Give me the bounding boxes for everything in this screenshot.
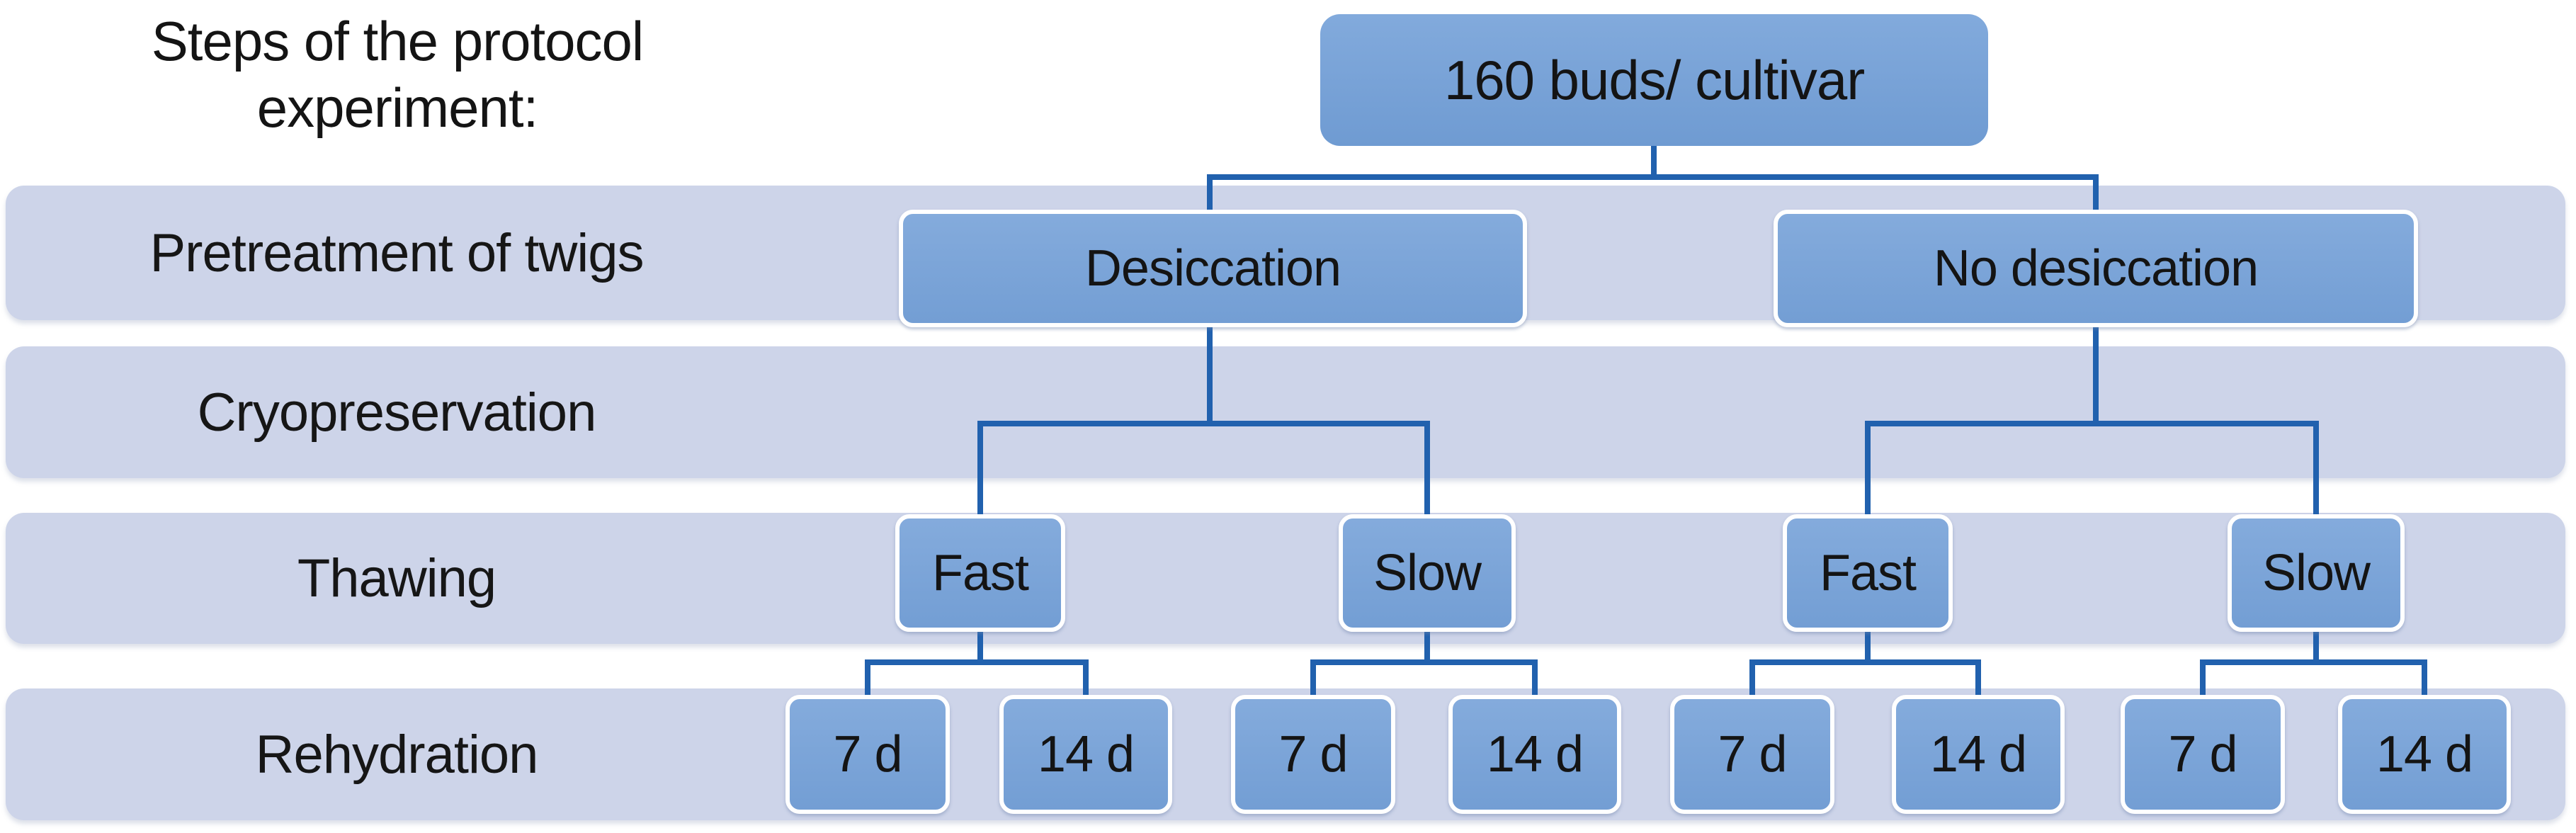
connector-fast2-bar [1749,659,1981,665]
connector-level2-right-leg2 [2313,421,2319,526]
row-label-rehydration: Rehydration [255,724,539,785]
node-rehydration-14d-1: 14 d [999,695,1172,814]
connector-level1-right-leg [2093,174,2099,227]
connector-level2-left-bar [977,421,1430,426]
node-desiccation: Desiccation [899,210,1527,327]
diagram-title-line1: Steps of the protocol [151,10,644,72]
row-label-pretreatment: Pretreatment of twigs [149,222,644,283]
connector-fast1-stub [977,629,983,665]
connector-fast2-stub [1865,629,1871,665]
connector-slow1-leg1 [1310,659,1316,702]
node-thawing-fast-2: Fast [1783,514,1953,632]
connector-slow2-leg1 [2200,659,2206,702]
connector-fast1-leg2 [1083,659,1089,702]
node-no-desiccation: No desiccation [1774,210,2418,327]
node-rehydration-7d-2: 7 d [1231,695,1395,814]
connector-no-desiccation-stub [2093,326,2099,426]
node-thawing-fast-1: Fast [895,514,1065,632]
node-thawing-slow-2: Slow [2228,514,2405,632]
connector-slow2-stub [2313,629,2319,665]
node-rehydration-7d-1: 7 d [785,695,950,814]
connector-fast2-leg1 [1749,659,1755,702]
connector-level2-right-bar [1865,421,2319,426]
connector-level1-left-leg [1207,174,1213,227]
node-root-buds: 160 buds/ cultivar [1320,14,1988,146]
node-rehydration-7d-3: 7 d [1670,695,1834,814]
node-rehydration-14d-4: 14 d [2338,695,2511,814]
connector-level2-right-leg1 [1865,421,1871,526]
connector-fast2-leg2 [1975,659,1981,702]
diagram-title: Steps of the protocol experiment: [40,8,755,141]
node-rehydration-14d-2: 14 d [1448,695,1621,814]
connector-desiccation-stub [1207,326,1213,426]
connector-level2-left-leg1 [977,421,983,526]
connector-slow2-bar [2200,659,2427,665]
connector-root-stub [1651,144,1657,180]
row-label-cryopreservation: Cryopreservation [197,382,597,443]
band-thawing [6,513,2565,644]
node-rehydration-7d-4: 7 d [2121,695,2285,814]
connector-slow1-leg2 [1532,659,1538,702]
connector-slow1-stub [1424,629,1430,665]
row-label-thawing: Thawing [297,548,497,608]
node-rehydration-14d-3: 14 d [1892,695,2065,814]
connector-level2-left-leg2 [1424,421,1430,526]
node-thawing-slow-1: Slow [1339,514,1516,632]
connector-level1-bar [1207,174,2099,180]
connector-slow2-leg2 [2422,659,2427,702]
connector-fast1-bar [865,659,1089,665]
band-cryopreservation [6,346,2565,478]
diagram-title-line2: experiment: [256,76,539,139]
connector-fast1-leg1 [865,659,870,702]
connector-slow1-bar [1310,659,1538,665]
